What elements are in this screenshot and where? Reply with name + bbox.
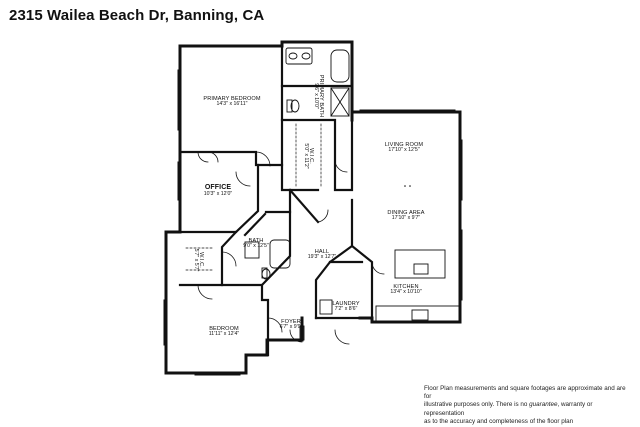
disclaimer: Floor Plan measurements and square foota…: [424, 385, 634, 426]
disclaimer-line-2b: , warranty or representation: [424, 401, 593, 417]
room-office: OFFICE 10'3" x 12'0": [204, 184, 232, 198]
room-dimensions: 5'0" x 11'2": [302, 143, 309, 169]
room-kitchen: KITCHEN 13'4" x 10'10": [390, 284, 421, 296]
room-dimensions: 17'10" x 9'7": [391, 215, 421, 222]
room-name: KITCHEN: [393, 284, 419, 290]
room-name: BATH: [248, 238, 264, 244]
room-laundry: LAUNDRY 7'2" x 8'6": [332, 301, 359, 313]
fixtures: [244, 47, 461, 341]
room-bedroom: BEDROOM 11'11" x 12'4": [209, 326, 240, 338]
room-name: OFFICE: [204, 184, 232, 191]
room-name: PRIMARY BEDROOM: [203, 96, 261, 102]
closet-rods: [185, 123, 322, 271]
room-name: HALL: [314, 249, 330, 255]
room-dimensions: 10'3" x 12'0": [203, 191, 233, 198]
door-swings: [197, 151, 385, 345]
light-fixture-icon: [404, 185, 406, 187]
disclaimer-line-2: illustrative purposes only. There is no …: [424, 401, 634, 417]
room-wic-small: W.I.C. 5'7" x 5'7": [192, 249, 204, 272]
room-dimensions: 11'11" x 12'4": [208, 331, 240, 338]
disclaimer-line-3: as to the accuracy and completeness of t…: [424, 417, 574, 425]
room-dimensions: 13'4" x 10'10": [390, 289, 422, 296]
room-hall: HALL 19'3" x 12'7": [308, 249, 336, 261]
room-dimensions: 9'6" x 10'0": [312, 83, 319, 109]
light-fixture-icon: [409, 185, 411, 187]
windows: [163, 69, 463, 376]
room-name: LIVING ROOM: [384, 142, 424, 148]
disclaimer-line-1: Floor Plan measurements and square foota…: [424, 385, 626, 401]
room-bath: BATH 9'0" x 12'5": [243, 238, 269, 250]
room-dimensions: 5'7" x 5'7": [192, 248, 199, 272]
room-dimensions: 19'3" x 12'7": [307, 254, 337, 261]
disclaimer-line-2a: illustrative purposes only. There is no: [424, 401, 530, 409]
room-living-room: LIVING ROOM 17'10" x 12'5": [385, 142, 423, 154]
room-foyer: FOYER 6'7" x 9'9": [280, 319, 303, 331]
room-name: BEDROOM: [209, 326, 239, 332]
room-dimensions: 7'2" x 8'6": [334, 306, 358, 313]
room-name: LAUNDRY: [332, 301, 360, 307]
room-dimensions: 17'10" x 12'5": [388, 147, 420, 154]
room-dining-area: DINING AREA 17'10" x 9'7": [387, 210, 424, 222]
room-name: FOYER: [281, 319, 301, 325]
room-dimensions: 6'7" x 9'9": [279, 324, 303, 331]
room-wic-primary: W.I.C. 5'0" x 11'2": [302, 143, 314, 168]
room-primary-bath: PRIMARY BATH 9'6" x 10'0": [312, 75, 324, 118]
room-dimensions: 9'0" x 12'5": [243, 243, 269, 250]
room-name: DINING AREA: [387, 210, 425, 216]
disclaimer-guarantee: guarantee: [529, 401, 558, 409]
plan-title: 2315 Wailea Beach Dr, Banning, CA: [9, 7, 265, 24]
room-primary-bedroom: PRIMARY BEDROOM 14'3" x 16'11": [203, 96, 260, 108]
room-dimensions: 14'3" x 16'11": [216, 101, 248, 108]
